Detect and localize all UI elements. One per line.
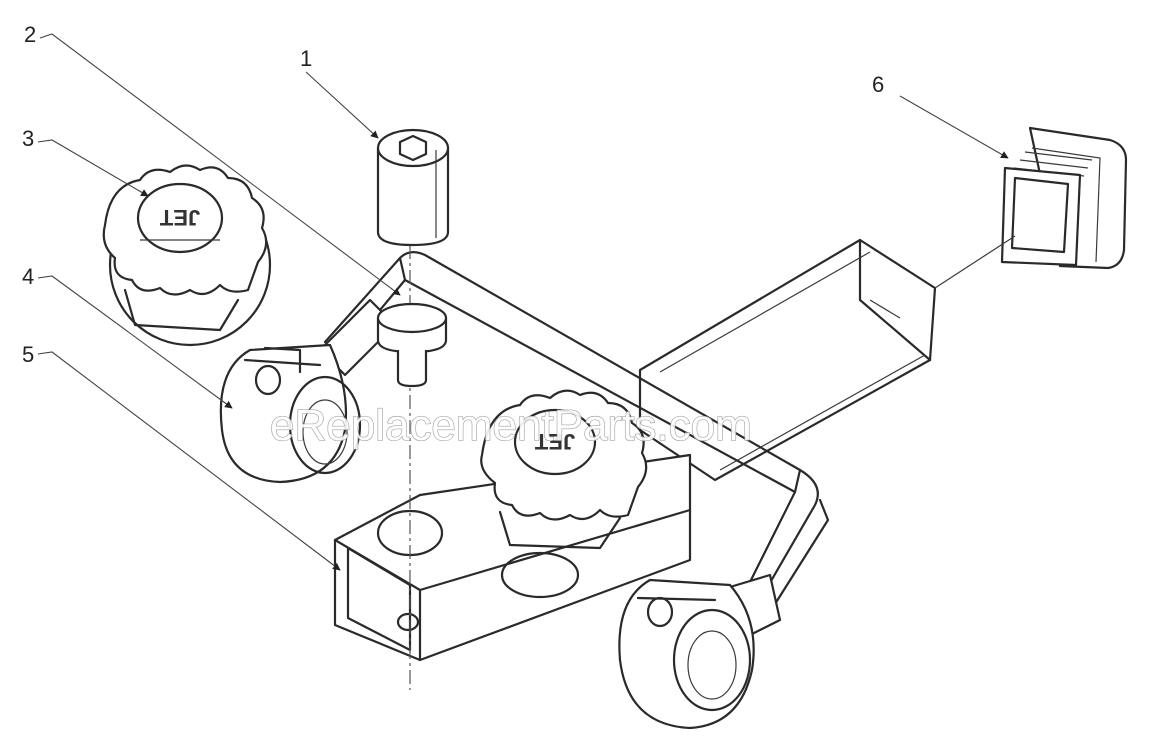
- leader-5: [37, 351, 341, 571]
- leader-3: [37, 139, 149, 197]
- leader-2: [39, 33, 401, 296]
- watermark-text: eReplacementParts.com: [270, 401, 752, 450]
- knob-detail: JET: [102, 164, 272, 347]
- shoulder-pin: [376, 302, 448, 388]
- callout-6: 6: [872, 72, 884, 97]
- callout-5: 5: [22, 342, 34, 367]
- clamp-ring-right: [618, 573, 782, 730]
- callout-numbers: 1 2 3 4 5 6: [22, 22, 884, 367]
- callout-1: 1: [300, 46, 312, 71]
- callout-leaders: [37, 33, 1009, 571]
- tube-hole-side: [396, 612, 420, 632]
- callout-4: 4: [22, 264, 34, 289]
- clamp-ring-left: [219, 298, 397, 484]
- callout-2: 2: [24, 22, 36, 47]
- leader-1: [305, 71, 379, 139]
- leader-6: [899, 95, 1009, 159]
- socket-head-cap-screw: [376, 128, 450, 247]
- leader-4: [37, 275, 233, 409]
- hex-socket-icon: [398, 134, 428, 162]
- knob-mounted: JET: [480, 389, 648, 550]
- callout-3: 3: [22, 126, 34, 151]
- knob-mounted-logo-text: JET: [534, 429, 575, 454]
- clamp-set-screw-hole-left: [254, 364, 282, 396]
- tube-end-cap: [934, 126, 1128, 289]
- knob-logo-text: JET: [159, 205, 200, 230]
